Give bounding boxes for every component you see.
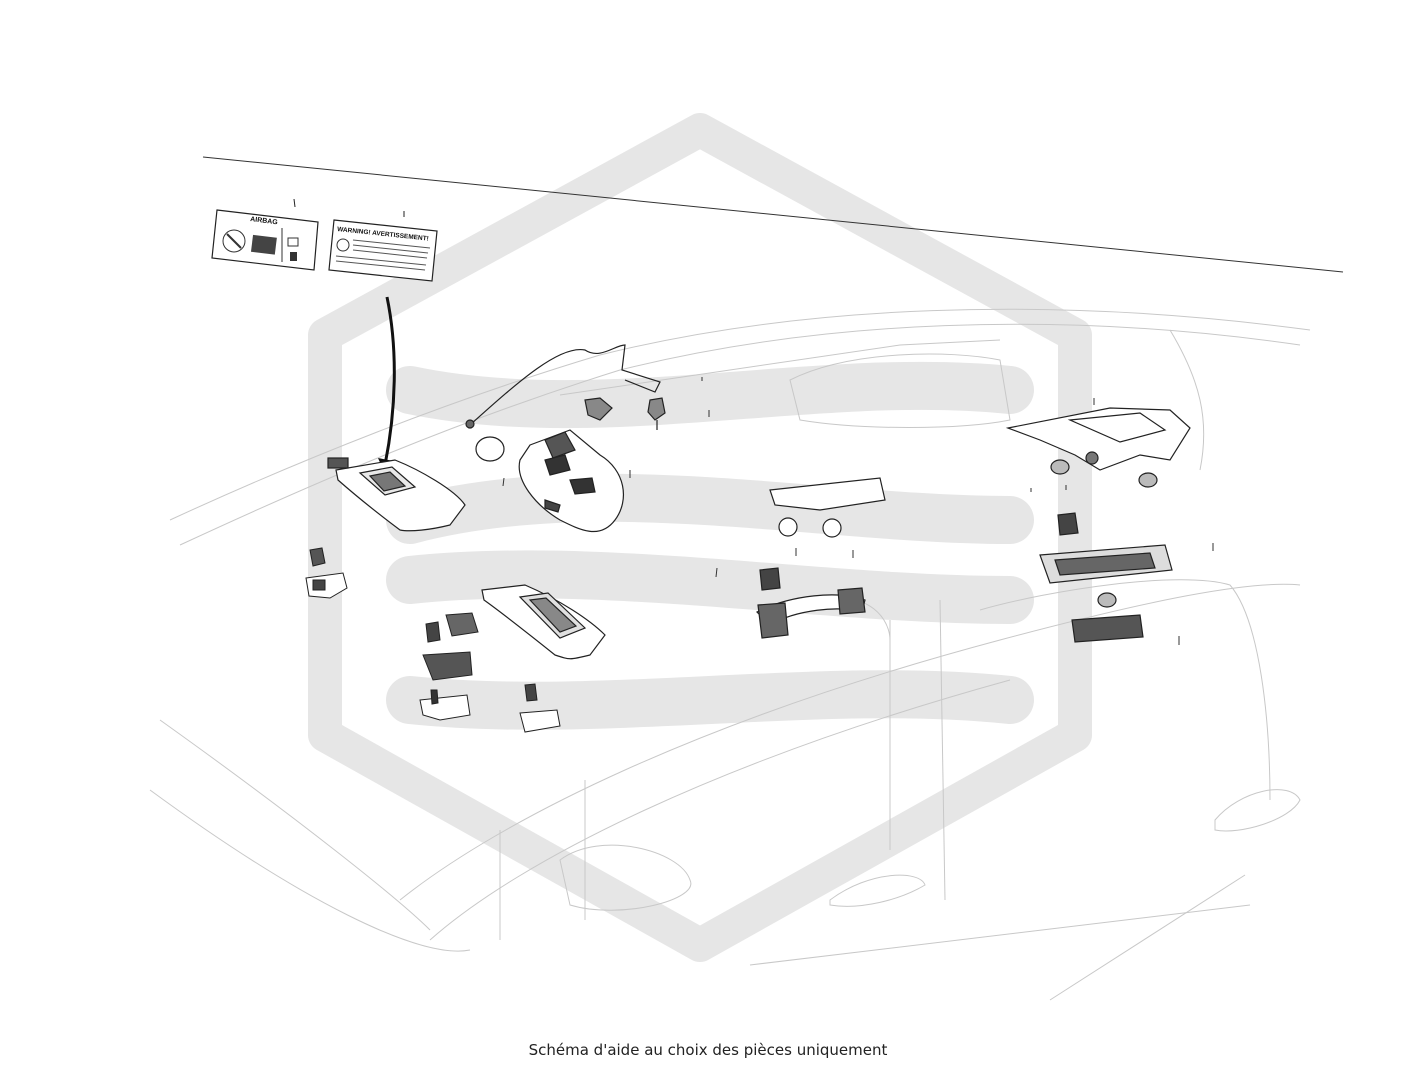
airbag-label-title: AIRBAG (250, 216, 279, 226)
diagram-caption: Schéma d'aide au choix des pièces unique… (528, 1041, 888, 1059)
visor-clip-left (305, 547, 348, 599)
warning-label: WARNING! AVERTISSEMENT! (328, 211, 438, 282)
rearview-mirror-assembly (465, 344, 666, 533)
roof-reference-line (202, 156, 1344, 273)
callout-ticks (502, 377, 1214, 645)
watermark-logo (308, 113, 1092, 962)
vehicle-outline (149, 308, 1311, 1001)
airbag-label: AIRBAG (211, 198, 319, 271)
sun-visor-left-lower (481, 584, 606, 660)
overhead-console (1005, 407, 1191, 643)
grab-handle-center (755, 477, 886, 639)
visor-mount-clips (419, 612, 561, 733)
sun-visor-left-upper (327, 457, 466, 532)
